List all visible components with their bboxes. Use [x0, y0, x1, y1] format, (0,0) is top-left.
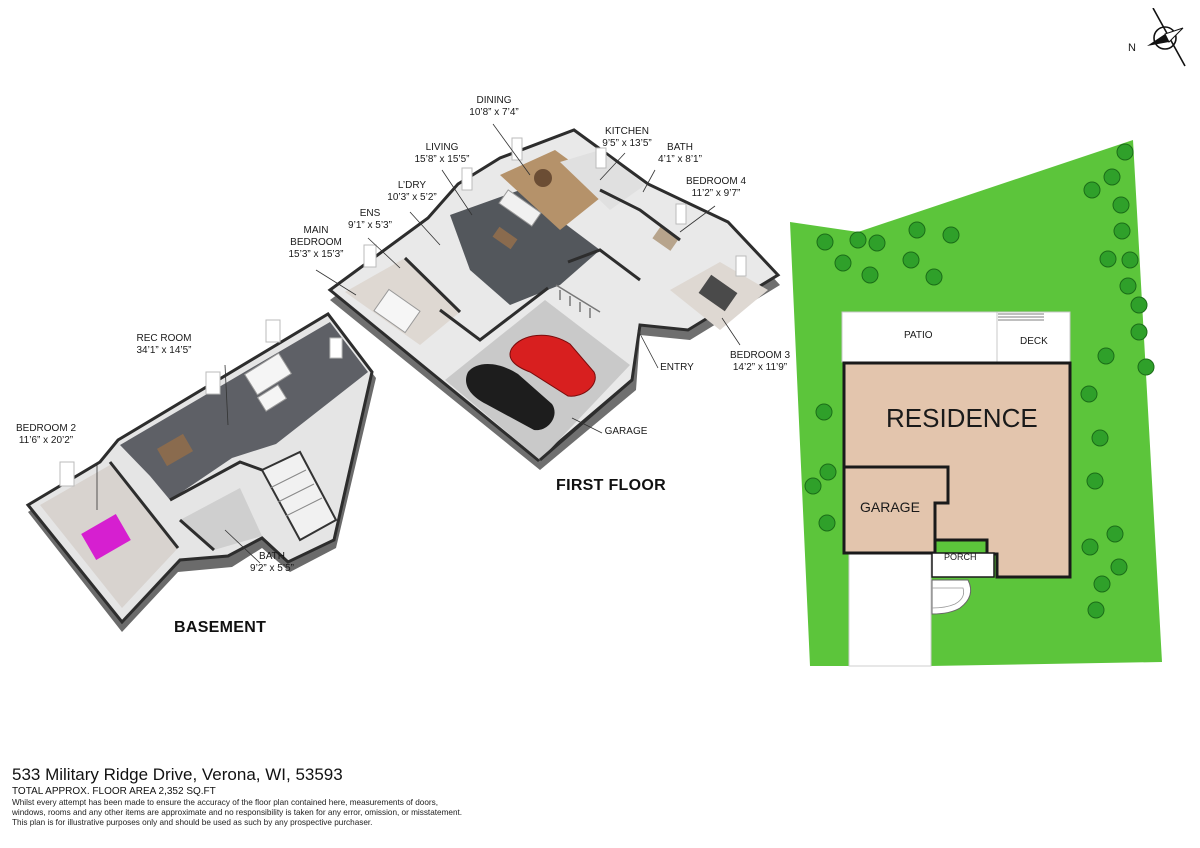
disclaimer-line-1: Whilst every attempt has been made to en… — [12, 798, 438, 807]
room-name: LIVING — [425, 142, 459, 153]
room-label-laundry: L’DRY 10’3” x 5’2” — [387, 180, 436, 204]
room-label-rec-room: REC ROOM 34’1” x 14’5” — [136, 333, 191, 357]
room-dimensions: 11’2” x 9’7” — [691, 188, 741, 199]
room-label-bedroom-4: BEDROOM 4 11’2” x 9’7” — [686, 176, 746, 200]
room-label-ensuite: ENS 9’1” x 5’3” — [348, 208, 392, 232]
total-floor-area: TOTAL APPROX. FLOOR AREA 2,352 SQ.FT — [12, 786, 216, 797]
room-name-line-1: MAIN — [303, 225, 329, 236]
room-label-main-bedroom: MAIN BEDROOM 15’3” x 15’3” — [288, 225, 343, 261]
room-label-kitchen: KITCHEN 9’5” x 13’5” — [602, 126, 651, 150]
site-label-garage: GARAGE — [860, 499, 920, 515]
room-name: BEDROOM 3 — [729, 350, 791, 361]
compass-icon — [1147, 8, 1186, 67]
basement-3d-plan — [25, 312, 376, 632]
room-dimensions: 9’2” x 5’5” — [250, 563, 294, 574]
room-name: GARAGE — [604, 426, 648, 437]
room-name: BEDROOM 4 — [685, 176, 747, 187]
site-plan — [790, 140, 1162, 667]
room-label-garage-first-floor: GARAGE — [605, 426, 648, 438]
room-name: BEDROOM 2 — [15, 423, 77, 434]
leader-lines — [96, 123, 741, 564]
site-label-residence: RESIDENCE — [886, 403, 1038, 433]
floor-title-first-floor: FIRST FLOOR — [556, 477, 666, 494]
room-dimensions: 4’1” x 8’1” — [658, 154, 702, 165]
room-name: REC ROOM — [136, 333, 192, 344]
room-label-bath-basement: BATH 9’2” x 5’5” — [250, 551, 294, 575]
room-label-bedroom-2: BEDROOM 2 11’6” x 20’2” — [16, 423, 76, 447]
room-dimensions: 11’6” x 20’2” — [18, 435, 74, 446]
room-label-living: LIVING 15’8” x 15’5” — [414, 142, 469, 166]
room-dimensions: 9’1” x 5’3” — [348, 220, 392, 231]
room-name: ENS — [359, 208, 381, 219]
room-dimensions: 10’3” x 5’2” — [387, 192, 437, 203]
disclaimer-line-3: This plan is for illustrative purposes o… — [12, 818, 373, 827]
property-address: 533 Military Ridge Drive, Verona, WI, 53… — [12, 765, 343, 784]
room-dimensions: 9’5” x 13’5” — [602, 138, 652, 149]
room-name: DINING — [476, 95, 512, 106]
room-name: KITCHEN — [605, 126, 649, 137]
room-dimensions: 10’8” x 7’4” — [469, 107, 519, 118]
site-label-patio: PATIO — [904, 330, 933, 341]
room-label-bedroom-3: BEDROOM 3 14’2” x 11’9” — [730, 350, 790, 374]
room-dimensions: 15’8” x 15’5” — [414, 154, 470, 165]
room-name: ENTRY — [660, 362, 694, 373]
footer: 533 Military Ridge Drive, Verona, WI, 53… — [12, 765, 612, 828]
floor-title-basement: BASEMENT — [174, 619, 267, 636]
disclaimer-line-2: windows, rooms and any other items are a… — [12, 808, 463, 817]
compass-north-letter: N — [1128, 42, 1136, 54]
room-label-entry: ENTRY — [660, 362, 694, 374]
first-floor-3d-plan — [327, 128, 781, 470]
room-label-bath-first-floor: BATH 4’1” x 8’1” — [658, 142, 702, 166]
room-name: BATH — [667, 142, 693, 153]
room-name: BATH — [259, 551, 285, 562]
room-name-line-2: BEDROOM — [290, 237, 342, 248]
room-dimensions: 15’3” x 15’3” — [288, 249, 344, 260]
room-name: L’DRY — [397, 180, 427, 191]
room-label-dining: DINING 10’8” x 7’4” — [469, 95, 518, 119]
room-dimensions: 14’2” x 11’9” — [732, 362, 788, 373]
site-label-deck: DECK — [1020, 336, 1048, 347]
room-dimensions: 34’1” x 14’5” — [136, 345, 192, 356]
site-label-porch: PORCH — [944, 552, 977, 562]
